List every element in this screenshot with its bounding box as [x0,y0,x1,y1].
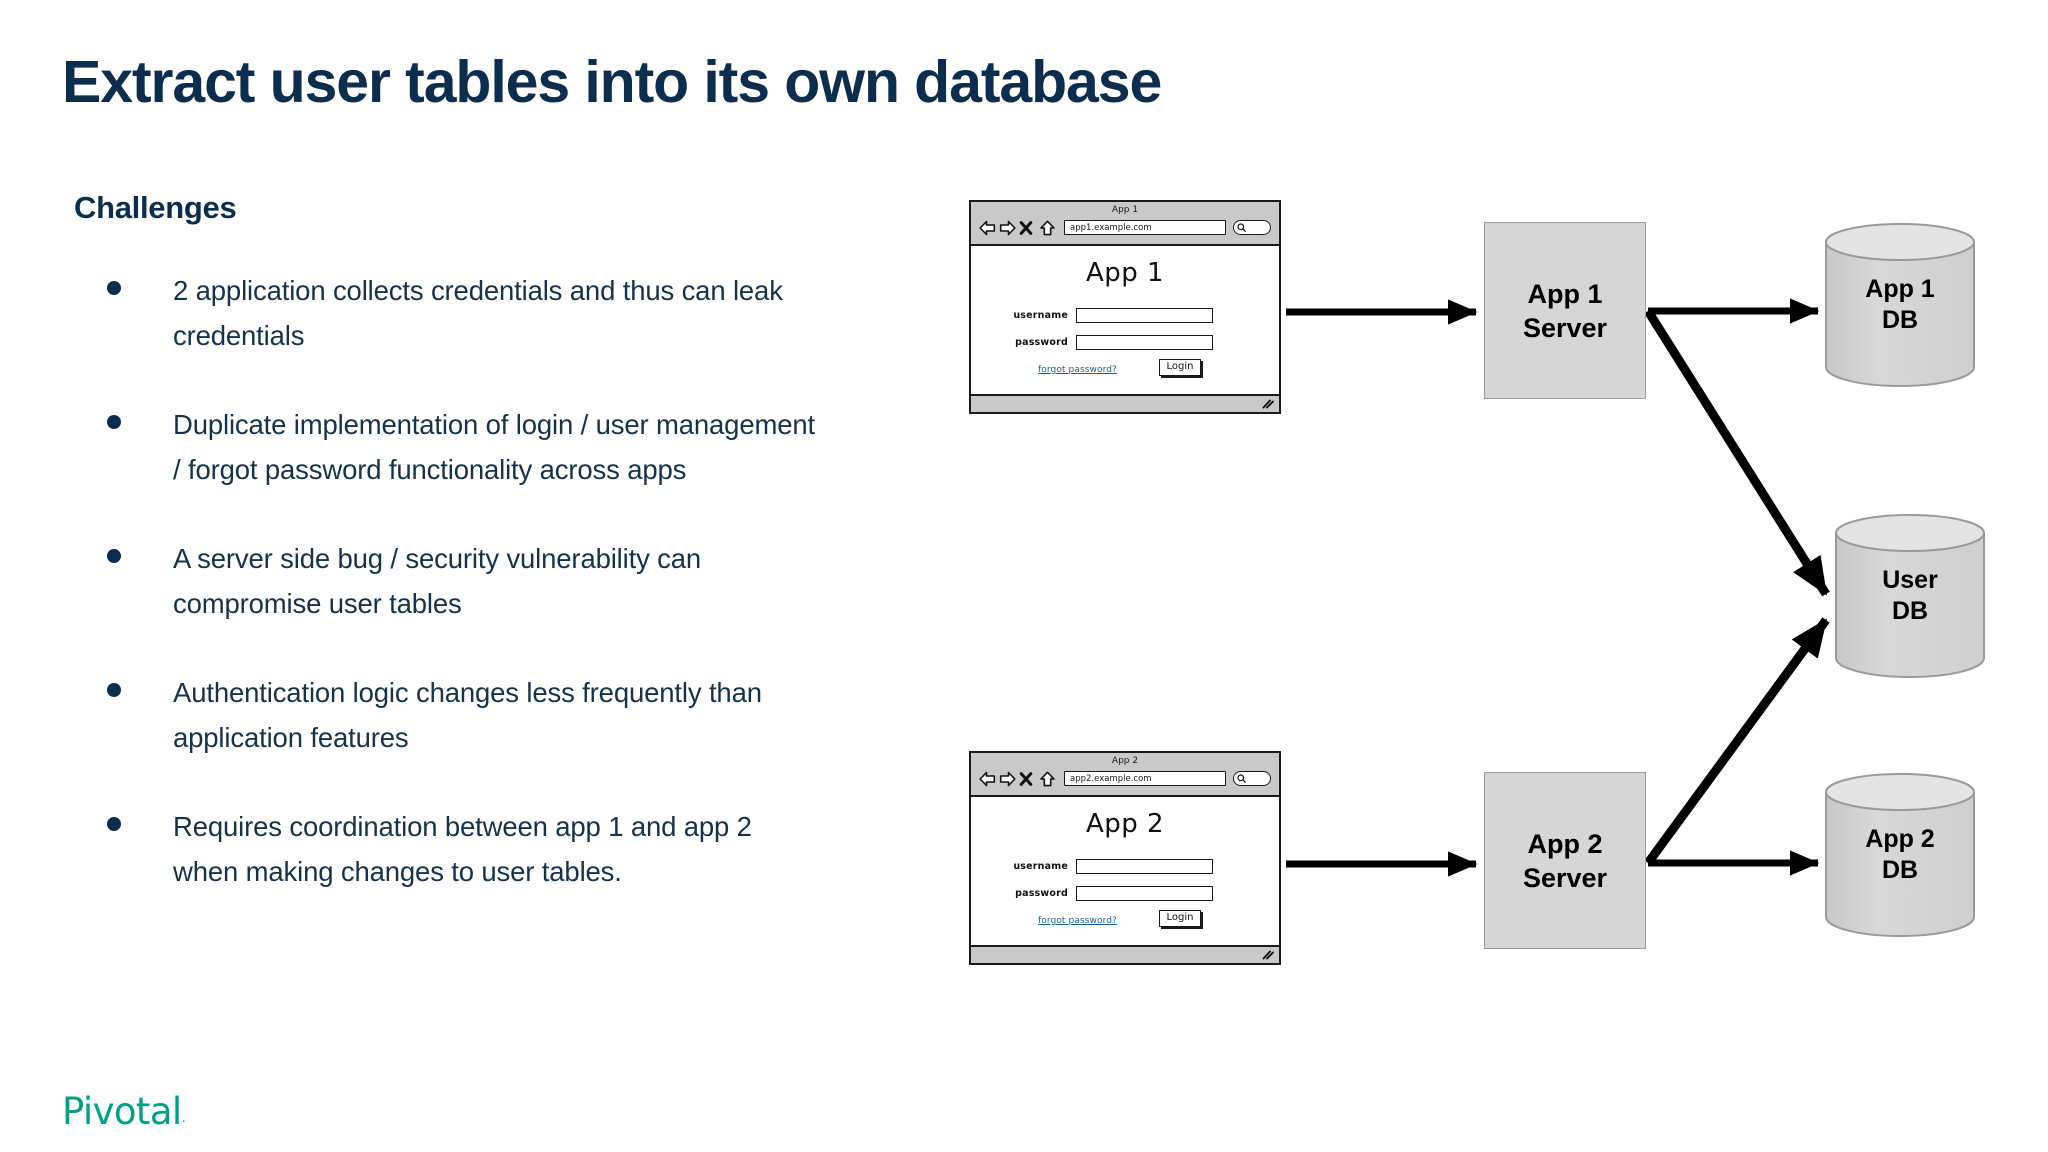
forgot-password-link[interactable]: forgot password? [1038,365,1117,375]
password-field[interactable] [1076,335,1213,350]
browser-viewport: App 2 username password forgot password?… [971,797,1279,945]
list-item-label: Duplicate implementation of login / user… [173,409,816,485]
list-item-label: 2 application collects credentials and t… [173,275,783,351]
list-item: A server side bug / security vulnerabili… [100,536,820,626]
browser-toolbar: app1.example.com [971,216,1279,240]
database-cylinder-icon [1825,773,1975,937]
username-row: username [1010,859,1213,874]
search-input[interactable] [1233,771,1271,786]
password-row: password [1010,335,1213,350]
home-icon[interactable] [1039,220,1056,236]
url-input[interactable]: app1.example.com [1064,220,1226,235]
search-icon [1237,773,1246,783]
search-input[interactable] [1233,220,1271,235]
back-arrow-icon[interactable] [979,220,996,236]
password-row: password [1010,886,1213,901]
password-label: password [1015,337,1068,348]
bullet-dot-icon [107,683,121,697]
url-input[interactable]: app2.example.com [1064,771,1226,786]
challenges-bullet-list: 2 application collects credentials and t… [100,268,820,938]
database-cylinder-icon [1835,514,1985,678]
pivotal-logo: Pivotal. [62,1090,186,1133]
username-label: username [1013,861,1068,872]
challenges-heading: Challenges [74,190,237,225]
list-item: Duplicate implementation of login / user… [100,402,820,492]
resize-grip-icon[interactable] [1262,950,1274,960]
app-page-heading: App 1 [1085,258,1165,288]
close-icon[interactable] [1019,220,1036,236]
browser-mockup-app2: App 2 [969,751,1281,965]
bullet-dot-icon [107,281,121,295]
browser-statusbar [971,394,1279,412]
browser-window-title: App 1 [1111,205,1139,215]
forward-arrow-icon[interactable] [999,771,1016,787]
back-arrow-icon[interactable] [979,771,996,787]
browser-viewport: App 1 username password forgot password?… [971,246,1279,394]
connector-server1-to-db-user [1644,308,1830,597]
forgot-password-link[interactable]: forgot password? [1038,916,1117,926]
forward-arrow-icon[interactable] [999,220,1016,236]
list-item-label: Requires coordination between app 1 and … [173,811,752,887]
browser-chrome: App 2 [971,753,1279,797]
username-row: username [1010,308,1213,323]
brand-name: Pivotal [62,1090,182,1133]
connector-server2-to-db-user [1644,617,1830,866]
list-item: 2 application collects credentials and t… [100,268,820,358]
password-field[interactable] [1076,886,1213,901]
resize-grip-icon[interactable] [1262,399,1274,409]
bullet-dot-icon [107,817,121,831]
list-item-label: A server side bug / security vulnerabili… [173,543,702,619]
browser-chrome: App 1 [971,202,1279,246]
login-button[interactable]: Login [1159,910,1201,927]
search-icon [1237,222,1246,232]
list-item-label: Authentication logic changes less freque… [173,677,762,753]
login-button[interactable]: Login [1159,359,1201,376]
list-item: Authentication logic changes less freque… [100,670,820,760]
username-label: username [1013,310,1068,321]
username-field[interactable] [1076,859,1213,874]
brand-mark: . [181,1111,186,1126]
bullet-dot-icon [107,549,121,563]
app-page-heading: App 2 [1085,809,1165,839]
bullet-dot-icon [107,415,121,429]
close-icon[interactable] [1019,771,1036,787]
password-label: password [1015,888,1068,899]
username-field[interactable] [1076,308,1213,323]
database-cylinder-icon [1825,223,1975,387]
browser-mockup-app1: App 1 [969,200,1281,414]
browser-statusbar [971,945,1279,963]
browser-toolbar: app2.example.com [971,767,1279,791]
home-icon[interactable] [1039,771,1056,787]
browser-window-title: App 2 [1111,756,1139,766]
page-title: Extract user tables into its own databas… [62,49,1162,115]
list-item: Requires coordination between app 1 and … [100,804,820,894]
